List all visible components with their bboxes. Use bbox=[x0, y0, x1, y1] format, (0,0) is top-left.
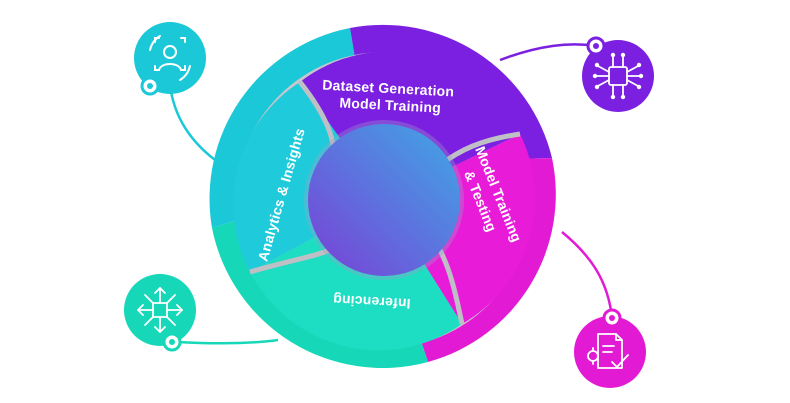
face-scan-icon bbox=[134, 22, 206, 96]
connector-line-bottom-right bbox=[561, 231, 614, 319]
network-arrows-icon bbox=[124, 274, 196, 352]
connector-line-top-right bbox=[499, 43, 597, 62]
inner-segments bbox=[233, 51, 535, 351]
document-settings-check-icon bbox=[574, 308, 646, 388]
central-hub bbox=[308, 124, 460, 276]
connector-line-bottom-left bbox=[175, 338, 279, 345]
segment-inferencing bbox=[250, 200, 462, 351]
connector-line-top-left bbox=[168, 84, 223, 167]
label-dataset-generation-line1: Dataset Generation bbox=[322, 77, 455, 100]
segment-dataset-generation bbox=[300, 51, 520, 201]
segment-analytics bbox=[233, 82, 384, 272]
label-dataset-generation-line2: Model Training bbox=[339, 94, 441, 115]
label-inferencing: Inferencing bbox=[333, 292, 411, 312]
neural-chip-icon bbox=[582, 36, 654, 112]
segment-model-testing bbox=[384, 134, 535, 324]
